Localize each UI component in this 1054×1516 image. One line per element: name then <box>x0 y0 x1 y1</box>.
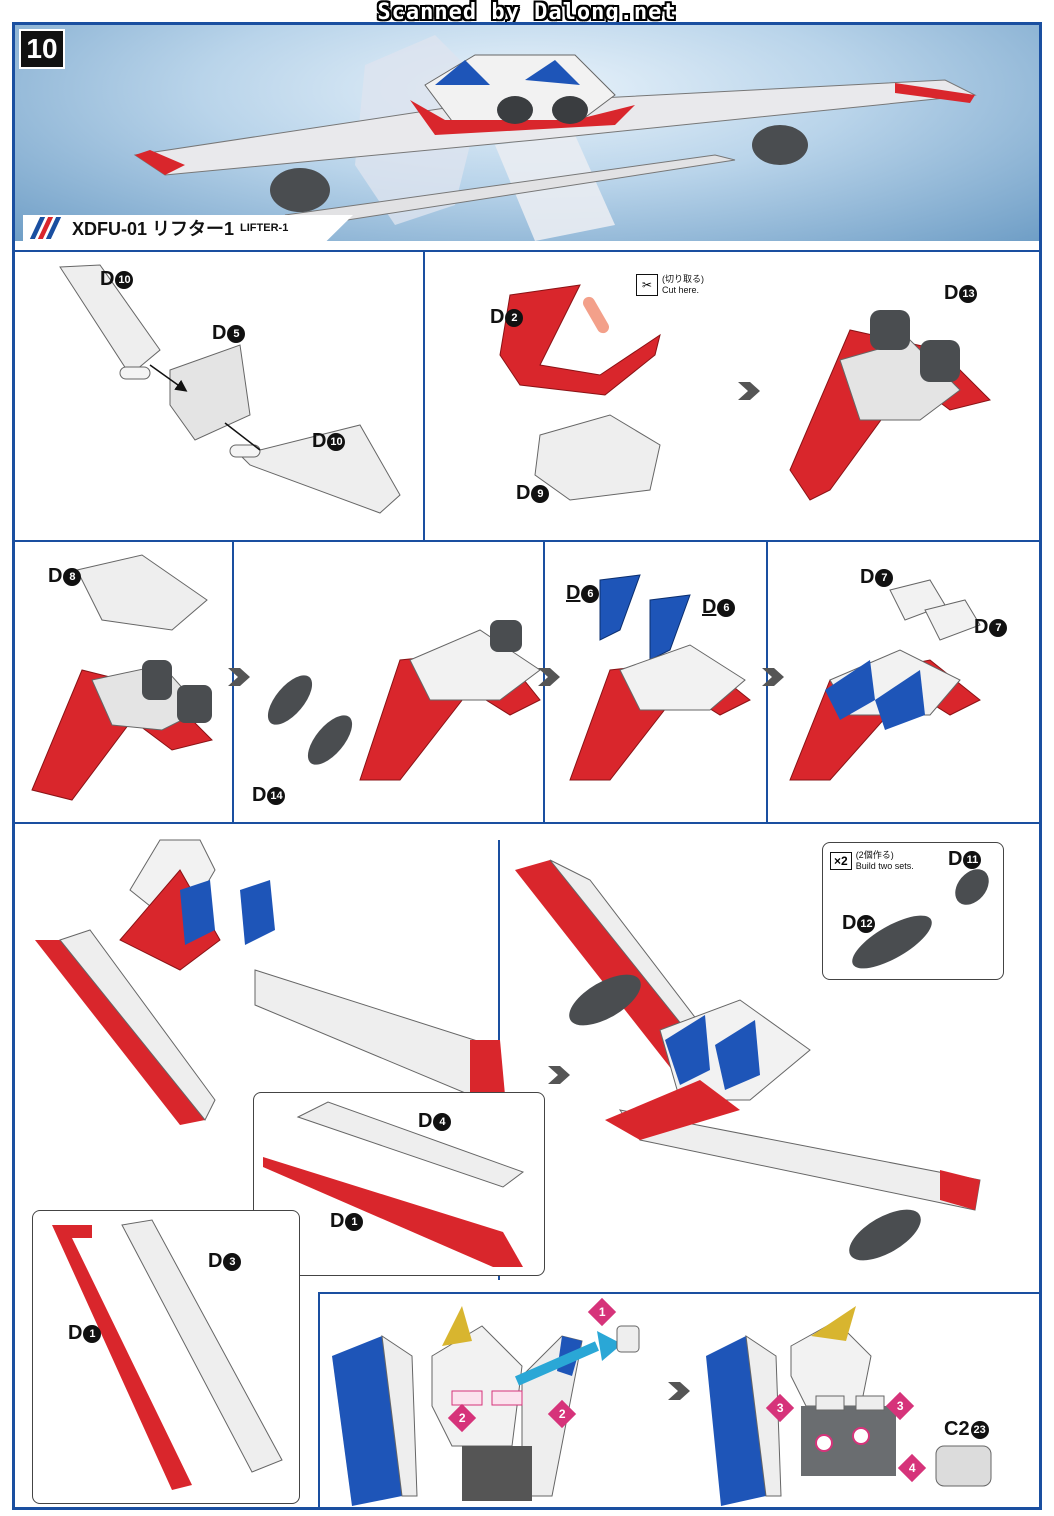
step-f-illustration <box>569 574 751 781</box>
inset-divider <box>318 1292 1039 1294</box>
build-two-sets-note: ×2 (2個作る) Build two sets. <box>830 850 914 872</box>
row-divider-3 <box>15 822 1039 824</box>
build-note-en: Build two sets. <box>855 861 914 871</box>
mount-step-illustration-before <box>332 1306 640 1506</box>
row-divider-1 <box>15 250 1039 252</box>
step-number: 10 <box>19 29 65 69</box>
next-step-arrow-3 <box>538 668 560 686</box>
next-step-arrow-5 <box>548 1066 570 1084</box>
col-divider-r2c <box>766 540 768 822</box>
cut-note-en: Cut here. <box>662 285 700 295</box>
title-stripes <box>29 217 62 239</box>
row-divider-2 <box>15 540 1039 542</box>
step-g-illustration <box>789 579 981 781</box>
model-title-plate: XDFU-01 リフター1 LIFTER-1 <box>23 215 353 241</box>
lifter-hero-illustration <box>133 35 977 241</box>
scan-watermark: Scanned by Dalong.net <box>377 0 677 25</box>
next-step-arrow-6 <box>668 1382 690 1400</box>
model-name-en: LIFTER-1 <box>240 222 289 234</box>
callout-d11-d12-illustration <box>852 869 989 969</box>
step-b-illustration <box>499 284 661 501</box>
cut-note-jp: (切り取る) <box>662 274 704 284</box>
mount-step-illustration-after <box>706 1306 992 1506</box>
step-a-illustration <box>59 264 401 514</box>
step-h-illustration <box>35 839 505 1125</box>
nipper-icon: ✂ <box>636 274 658 296</box>
callout-d3-d1-illustration <box>52 1219 283 1490</box>
col-divider-r1 <box>423 250 425 540</box>
step-i-illustration <box>515 859 981 1261</box>
multiplier-badge: ×2 <box>830 852 852 870</box>
build-note-jp: (2個作る) <box>855 850 894 860</box>
next-step-arrow-4 <box>762 668 784 686</box>
header-banner: 10 XDFU-01 リフター1 LIFTER-1 <box>15 25 1039 241</box>
inset-left-border <box>318 1292 320 1510</box>
step-e-illustration <box>267 620 541 781</box>
next-step-arrow-2 <box>228 668 250 686</box>
step-d-illustration <box>31 554 213 801</box>
col-divider-r2a <box>232 540 234 822</box>
callout-d4-d1-illustration <box>263 1101 525 1267</box>
step-c-illustration <box>789 310 991 501</box>
cut-here-note: ✂ (切り取る) Cut here. <box>636 274 704 296</box>
next-step-arrow-1 <box>738 382 760 400</box>
model-code: XDFU-01 リフター1 <box>72 219 235 239</box>
